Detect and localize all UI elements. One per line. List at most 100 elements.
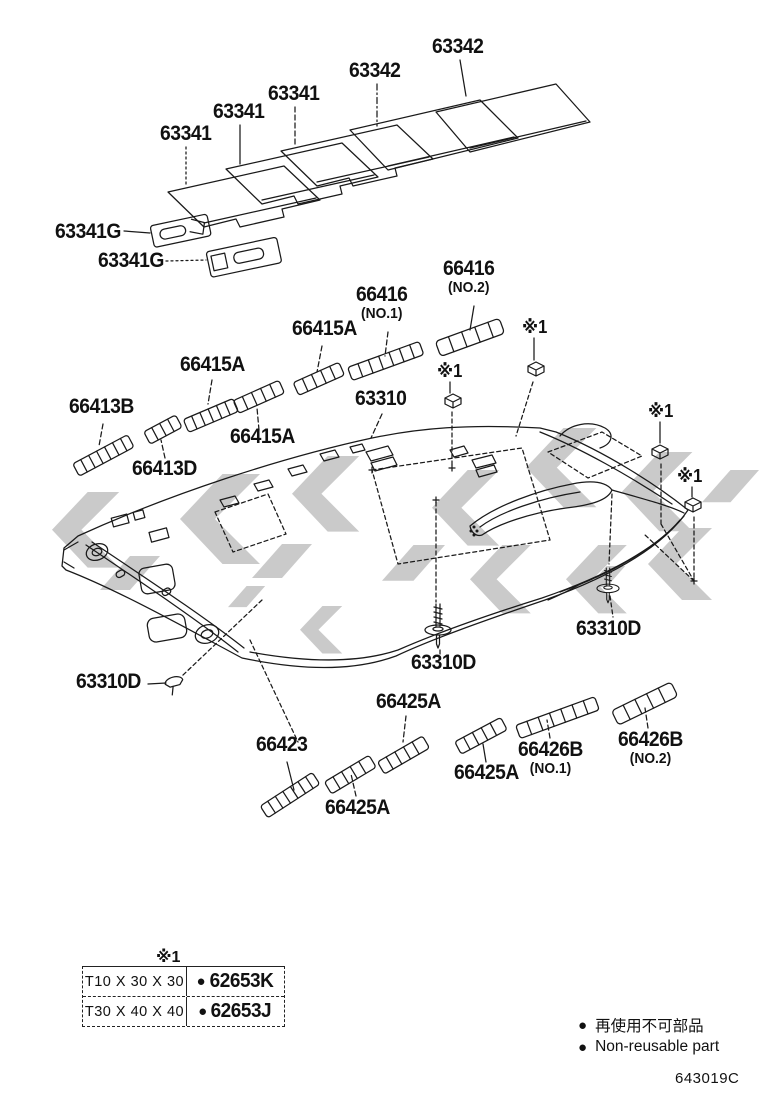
screw-63310D-right (596, 567, 620, 604)
part-number: 66426B (518, 738, 583, 761)
nut-star1-d (684, 497, 702, 513)
part-label-63341G-2: 63341G (98, 249, 164, 272)
table-row: T30 X 40 X 40 ● 62653J (83, 997, 284, 1026)
part-number-suffix: (NO.1) (529, 760, 572, 778)
plate-63341G-2 (205, 236, 282, 278)
strip-66416-no1 (347, 341, 424, 381)
leader-66413B (98, 423, 104, 447)
part-label-66425A-right: 66425A (454, 761, 519, 784)
part-label-66415A-mid: 66415A (230, 425, 295, 448)
bullet-icon: ● (578, 1016, 588, 1034)
leader-66416-no1 (384, 331, 389, 357)
part-number: 62653K (209, 970, 273, 992)
part-number: 66416 (356, 283, 408, 306)
legend-item-jp: ● 再使用不可部品 (578, 1014, 719, 1036)
part-number-suffix: (NO.2) (448, 279, 490, 297)
part-label-66415A-top: 66415A (292, 317, 357, 340)
bullet-icon: ● (578, 1038, 588, 1056)
size-substitution-table: T10 X 30 X 30 ● 62653K T30 X 40 X 40 ● 6… (82, 966, 285, 1027)
leader-63310D-right (609, 595, 614, 618)
pad-63342-1 (349, 99, 519, 171)
part-label-66416-no1: 66416 (NO.1) (356, 283, 408, 323)
figure-code: 643019C (675, 1070, 740, 1087)
leader-63341G-2 (165, 259, 207, 262)
part-label-63342-1: 63342 (432, 35, 484, 58)
strip-66425A-2 (377, 736, 430, 774)
part-cell: ● 62653J (187, 997, 284, 1026)
part-label-63341G-1: 63341G (55, 220, 121, 243)
part-label-63341-2: 63341 (213, 100, 265, 123)
nut-star1-a (444, 393, 462, 409)
table-ref-note: ※1 (156, 949, 181, 966)
leader-63310 (370, 413, 383, 439)
part-label-66413B: 66413B (69, 395, 134, 418)
part-label-63341-1: 63341 (160, 122, 212, 145)
strip-66425A-1 (324, 755, 376, 794)
part-label-66426B-no2: 66426B (NO.2) (618, 728, 683, 768)
part-label-63342-2: 63342 (349, 59, 401, 82)
pad-63341-3 (280, 124, 434, 187)
screw-63310D-center (424, 603, 452, 649)
part-label-63310D-right: 63310D (576, 617, 641, 640)
part-label-66426B-no1: 66426B (NO.1) (518, 738, 583, 778)
leader-66425A-3 (482, 743, 487, 763)
nut-star1-b (527, 361, 545, 377)
plate-63341G-1 (149, 213, 212, 248)
strip-66426B-no1 (515, 696, 600, 739)
part-number: 66416 (443, 257, 495, 280)
leader-63342-2 (459, 59, 467, 97)
part-label-66425A-bottom: 66425A (325, 796, 390, 819)
leader-63341G-1 (123, 230, 151, 234)
leader-66415A-3 (316, 345, 323, 373)
strip-66416-no2 (435, 318, 505, 357)
part-label-63341-3: 63341 (268, 82, 320, 105)
legend-text-en: Non-reusable part (595, 1038, 720, 1055)
part-label-66413D: 66413D (132, 457, 197, 480)
part-label-66425A-top: 66425A (376, 690, 441, 713)
leader-66413D (160, 439, 166, 459)
legend-text-jp: 再使用不可部品 (595, 1018, 704, 1035)
pad-63342-2 (435, 83, 591, 153)
part-label-63310: 63310 (355, 387, 407, 410)
part-label-66416-no2: 66416 (NO.2) (443, 257, 495, 297)
nut-star1-c (651, 444, 669, 460)
ref-mark-star1-a: ※1 (437, 361, 463, 381)
leader-66426B-no1 (546, 719, 551, 739)
strip-66426B-no2 (612, 682, 678, 725)
leader-63310D-left (147, 682, 167, 685)
legend: ● 再使用不可部品 ● Non-reusable part (578, 1014, 719, 1058)
strip-66413D (144, 415, 182, 444)
part-label-66415A-left: 66415A (180, 353, 245, 376)
part-number-suffix: (NO.1) (361, 305, 403, 323)
headlining-63310 (61, 423, 689, 669)
strip-66415A-3 (293, 362, 345, 396)
leader-66416-no2 (469, 305, 475, 331)
strip-66423 (260, 772, 320, 818)
strip-66425A-3 (455, 717, 507, 754)
strip-66413B (73, 435, 134, 476)
part-number-suffix: (NO.2) (629, 750, 672, 768)
leader-66415A-2 (256, 407, 260, 431)
clip-63310D-left (164, 676, 184, 696)
construction-lines (181, 381, 695, 743)
bullet-icon: ● (198, 1003, 208, 1020)
legend-item-en: ● Non-reusable part (578, 1036, 719, 1058)
part-cell: ● 62653K (187, 967, 284, 996)
leader-66425A-2 (402, 715, 407, 743)
table-row: T10 X 30 X 30 ● 62653K (83, 967, 284, 997)
ref-mark-star1-c: ※1 (648, 401, 674, 421)
leader-66423 (286, 761, 295, 791)
part-number: 66426B (618, 728, 683, 751)
pad-63341-2 (225, 142, 379, 205)
leader-66425A-1 (350, 773, 357, 797)
bullet-icon: ● (196, 973, 206, 990)
ref-mark-star1-b: ※1 (522, 317, 548, 337)
strip-66415A-2 (233, 380, 285, 414)
part-label-63310D-center: 63310D (411, 651, 476, 674)
leader-66426B-no2 (644, 707, 649, 729)
size-cell: T10 X 30 X 30 (83, 967, 187, 996)
part-label-63310D-left: 63310D (76, 670, 141, 693)
part-label-66423: 66423 (256, 733, 308, 756)
